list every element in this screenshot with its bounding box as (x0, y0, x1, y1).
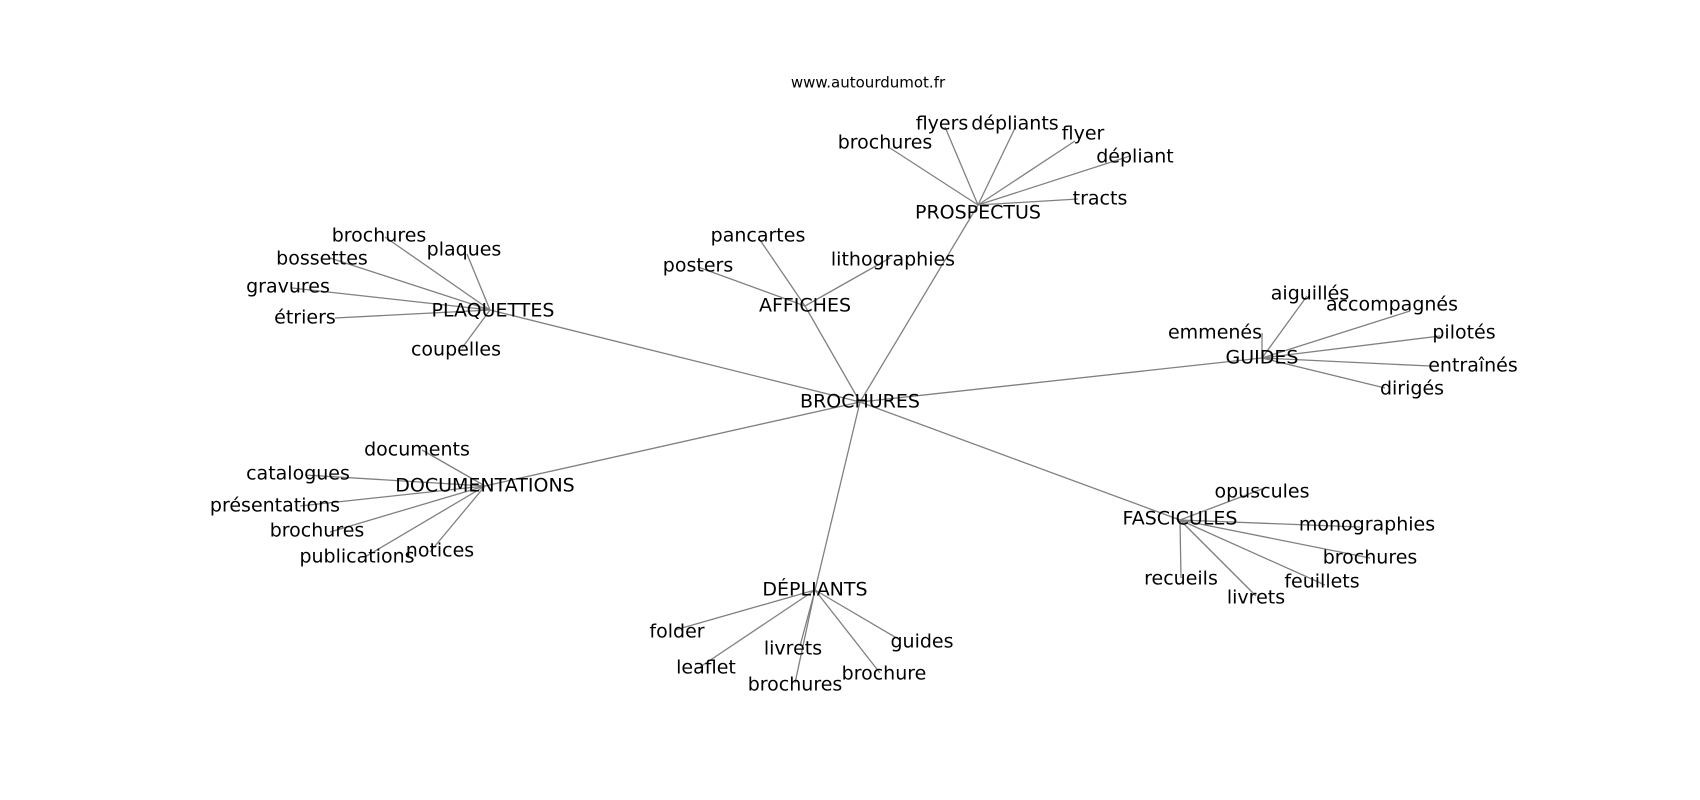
leaf-node-prospectus-1: flyers (916, 113, 969, 135)
leaf-node-affiches-2: lithographies (831, 249, 955, 271)
edge-fascicules-leaf-5 (1179, 519, 1257, 597)
edge-depliants-leaf-1 (814, 589, 901, 641)
leaf-node-prospectus-0: brochures (838, 132, 933, 154)
leaf-node-documentations-3: brochures (270, 520, 365, 542)
leaf-node-plaquettes-0: brochures (332, 225, 427, 247)
leaf-node-affiches-1: posters (663, 255, 733, 277)
edge-fascicules-leaf-3 (1179, 519, 1326, 586)
leaf-node-depliants-1: guides (890, 631, 953, 653)
edge-affiches-leaf-2 (804, 257, 891, 307)
leaf-node-depliants-4: brochure (842, 663, 927, 685)
leaf-node-prospectus-2: dépliants (971, 113, 1058, 135)
leaf-node-prospectus-5: tracts (1073, 188, 1128, 210)
edge-documentations-leaf-3 (329, 485, 486, 533)
edge-plaquettes-leaf-2 (329, 257, 491, 311)
edge-prospectus-leaf-2 (977, 127, 1016, 206)
hub-node-plaquettes: PLAQUETTES (432, 300, 555, 322)
leaf-node-guides-0: aiguillés (1271, 283, 1349, 305)
edge-depliants-leaf-4 (814, 589, 881, 674)
center-node-label: BROCHURES (800, 391, 920, 413)
edge-plaquettes-leaf-0 (384, 236, 491, 311)
hub-node-documentations: DOCUMENTATIONS (395, 475, 574, 497)
edge-guides-leaf-5 (1261, 357, 1386, 389)
edge-prospectus-leaf-4 (977, 155, 1131, 206)
edge-depliants-leaf-2 (699, 589, 816, 668)
hub-node-prospectus: PROSPECTUS (915, 202, 1041, 224)
edge-center-fascicules (859, 401, 1181, 521)
leaf-node-documentations-1: catalogues (246, 463, 350, 485)
edge-guides-leaf-0 (1261, 295, 1308, 359)
leaf-node-prospectus-3: flyer (1062, 123, 1105, 145)
leaf-node-documentations-4: publications (299, 546, 414, 568)
leaf-node-fascicules-3: feuillets (1284, 571, 1359, 593)
edge-prospectus-leaf-0 (889, 147, 979, 206)
edge-fascicules-leaf-0 (1179, 488, 1263, 521)
edge-documentations-leaf-1 (304, 474, 486, 487)
edge-fascicules-leaf-1 (1179, 519, 1361, 528)
edge-documentations-leaf-2 (299, 485, 486, 507)
edge-documentations-leaf-0 (421, 449, 486, 487)
edge-prospectus-leaf-5 (977, 198, 1079, 206)
leaf-node-depliants-3: livrets (764, 638, 822, 660)
edge-prospectus-leaf-3 (977, 140, 1076, 206)
edge-prospectus-leaf-1 (944, 126, 979, 206)
edge-plaquettes-leaf-3 (291, 287, 491, 311)
leaf-node-depliants-5: brochures (748, 674, 843, 696)
edge-depliants-leaf-5 (794, 589, 816, 684)
leaf-node-plaquettes-3: gravures (246, 276, 330, 298)
leaf-node-guides-5: dirigés (1380, 378, 1444, 400)
edge-affiches-leaf-0 (759, 239, 806, 307)
edge-center-depliants (814, 401, 861, 591)
edge-plaquettes-leaf-1 (466, 253, 491, 311)
leaf-node-depliants-2: leaflet (676, 657, 736, 679)
edge-fascicules-leaf-2 (1179, 519, 1371, 559)
edge-plaquettes-leaf-5 (461, 309, 491, 349)
edge-center-guides (859, 357, 1263, 403)
leaf-node-fascicules-1: monographies (1299, 514, 1435, 536)
edge-documentations-leaf-4 (364, 485, 486, 558)
hub-node-guides: GUIDES (1226, 347, 1299, 369)
edge-center-affiches (804, 305, 861, 403)
edge-plaquettes-leaf-4 (334, 309, 491, 319)
leaf-node-fascicules-2: brochures (1323, 547, 1418, 569)
source-url: www.autourdumot.fr (791, 74, 946, 92)
edge-guides-leaf-1 (1261, 310, 1411, 359)
leaf-node-documentations-0: documents (364, 439, 470, 461)
leaf-node-guides-1: accompagnés (1326, 294, 1458, 316)
leaf-node-prospectus-4: dépliant (1096, 146, 1174, 168)
edge-center-plaquettes (489, 309, 861, 403)
edge-fascicules-leaf-4 (1179, 519, 1182, 579)
graph-labels: www.autourdumot.fr BROCHURES PROSPECTUS b… (210, 74, 1518, 696)
edge-center-prospectus (859, 204, 979, 403)
leaf-node-plaquettes-4: étriers (274, 307, 336, 329)
edge-affiches-leaf-1 (697, 266, 806, 307)
leaf-node-fascicules-0: opuscules (1215, 481, 1310, 503)
edge-documentations-leaf-5 (429, 485, 486, 553)
hub-node-fascicules: FASCICULES (1123, 508, 1238, 530)
leaf-node-affiches-0: pancartes (711, 225, 806, 247)
edge-guides-leaf-3 (1261, 335, 1441, 359)
leaf-node-guides-4: entraînés (1428, 355, 1518, 377)
edge-center-documentations (484, 401, 861, 487)
leaf-node-depliants-0: folder (649, 621, 704, 643)
leaf-node-documentations-5: notices (406, 540, 474, 562)
graph-edges (291, 126, 1441, 684)
leaf-node-documentations-2: présentations (210, 495, 340, 517)
leaf-node-guides-2: emmenés (1168, 322, 1262, 344)
leaf-node-fascicules-5: livrets (1227, 587, 1285, 609)
leaf-node-plaquettes-1: plaques (427, 239, 502, 261)
leaf-node-plaquettes-5: coupelles (411, 339, 501, 361)
leaf-node-fascicules-4: recueils (1144, 568, 1218, 590)
edge-guides-leaf-4 (1261, 357, 1431, 367)
leaf-node-plaquettes-2: bossettes (276, 248, 368, 270)
hub-node-depliants: DÉPLIANTS (762, 578, 867, 601)
hub-node-affiches: AFFICHES (759, 295, 851, 317)
leaf-node-guides-3: pilotés (1432, 322, 1495, 344)
edge-depliants-leaf-0 (674, 589, 816, 631)
